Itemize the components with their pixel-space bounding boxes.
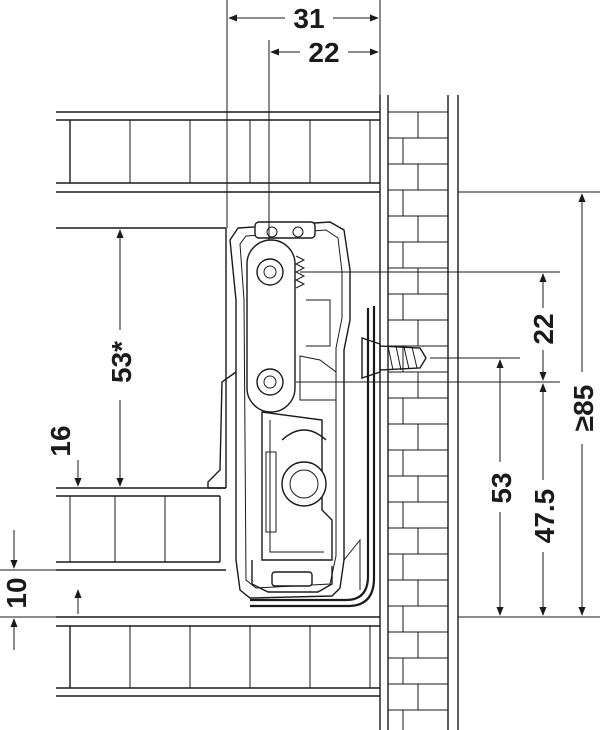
label-bg-53-star [104,330,136,400]
label-bg-22-top [300,36,348,68]
dim-top-width-inner: 22 [308,37,339,68]
label-bg-31 [285,0,333,32]
fixing-screw [361,337,427,379]
lower-drawer-panel [56,616,380,697]
drawer-side-panel [56,227,227,489]
dim-bottom-thickness: 10 [1,577,32,608]
side-wall-hatching [388,111,448,730]
dimension-arrows [10,14,586,650]
label-bg-47-5 [527,480,559,552]
dim-bottom-offset: 16 [45,425,76,456]
runner-rail [250,306,376,608]
dim-screw-spacing: 22 [528,313,559,344]
dim-drawer-height: 53* [106,341,137,383]
label-bg-85 [566,372,598,444]
label-bg-53 [484,462,516,512]
dim-runner-height: 53 [486,472,517,503]
reference-lines [0,0,600,618]
top-drawer-panel [56,111,380,193]
cabinet-side-wall [379,95,459,730]
dim-top-width-outer: 31 [293,3,324,34]
drawer-bottom-panel [56,487,226,571]
dim-min-cabinet-height: ≥85 [568,385,599,432]
dim-runner-base: 47.5 [529,489,560,544]
runner-assembly [207,221,351,599]
